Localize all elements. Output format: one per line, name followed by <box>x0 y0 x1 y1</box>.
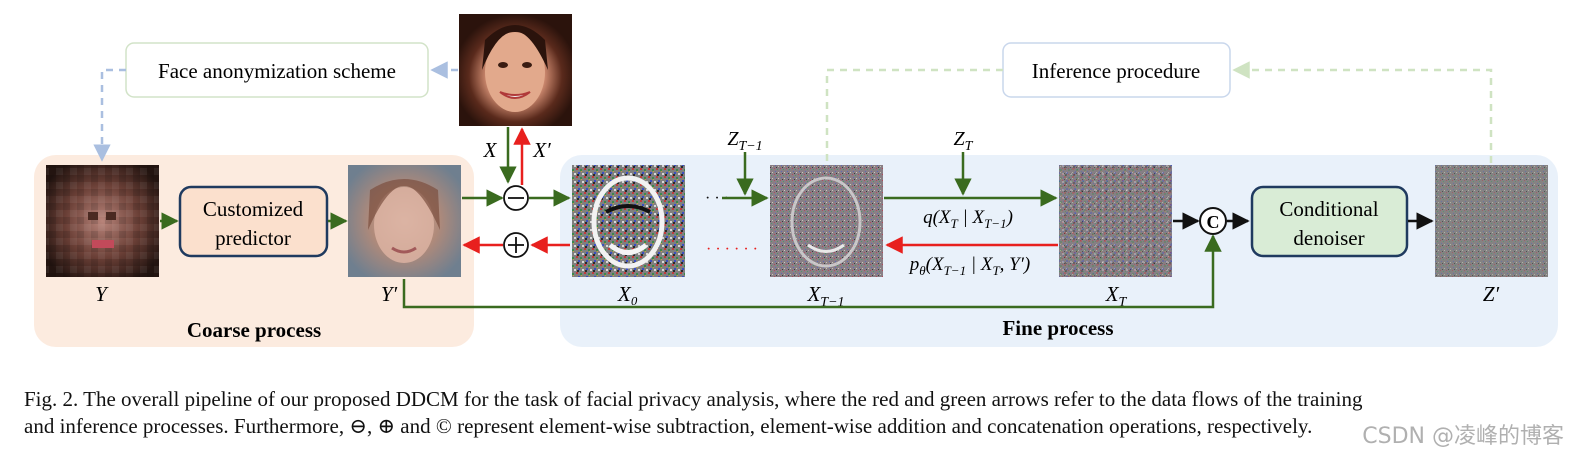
customized-predictor-label-1: Customized <box>203 197 304 221</box>
customized-predictor-label-2: predictor <box>215 226 291 250</box>
label-zprime: Z′ <box>1483 282 1500 306</box>
inference-procedure-label: Inference procedure <box>1032 59 1200 83</box>
caption-line-2: and inference processes. Furthermore, ⊖,… <box>24 414 1313 438</box>
face-anonymization-label: Face anonymization scheme <box>158 59 396 83</box>
caption-line-1: Fig. 2. The overall pipeline of our prop… <box>24 387 1363 411</box>
original-face-image <box>459 14 572 126</box>
arrow-yprime-to-concat <box>402 234 1222 309</box>
dashed-green-arrow-to-inference <box>1232 61 1493 163</box>
conditional-denoiser-box <box>1250 185 1409 258</box>
xt-noise-image <box>1059 165 1172 277</box>
label-y: Y <box>95 282 109 306</box>
label-x: X <box>483 138 498 162</box>
dashed-blue-arrow-to-y <box>93 68 126 162</box>
x0-residual-image <box>572 165 685 277</box>
figure-caption: Fig. 2. The overall pipeline of our prop… <box>24 386 1544 440</box>
blurred-face-yprime-image <box>348 165 461 277</box>
xt-minus-1-image <box>770 165 883 277</box>
pixelated-face-y-image <box>46 165 159 277</box>
conditional-denoiser-label-1: Conditional <box>1279 197 1378 221</box>
label-z-t-minus-1: ZT−1 <box>727 128 762 154</box>
label-xprime: X′ <box>532 138 551 162</box>
concat-operator <box>1199 207 1227 235</box>
ellipsis-green: · · · <box>705 190 729 207</box>
conditional-denoiser-label-2: denoiser <box>1293 226 1364 250</box>
ellipsis-red: · · · · · · <box>706 241 758 258</box>
customized-predictor-box <box>178 185 329 258</box>
dashed-green-line-from-inference <box>825 68 1003 163</box>
label-yprime: Y′ <box>381 282 398 306</box>
concat-symbol: C <box>1207 212 1220 232</box>
p-formula: pθ(XT−1 | XT, Y′) <box>908 254 1030 278</box>
label-x0: X₀ <box>617 282 638 306</box>
zprime-noise-image <box>1435 165 1548 277</box>
fine-process-label: Fine process <box>1002 316 1113 340</box>
coarse-process-label: Coarse process <box>187 318 321 342</box>
csdn-watermark: CSDN @凌峰的博客 <box>1362 424 1564 449</box>
label-z-t: ZT <box>954 128 974 154</box>
